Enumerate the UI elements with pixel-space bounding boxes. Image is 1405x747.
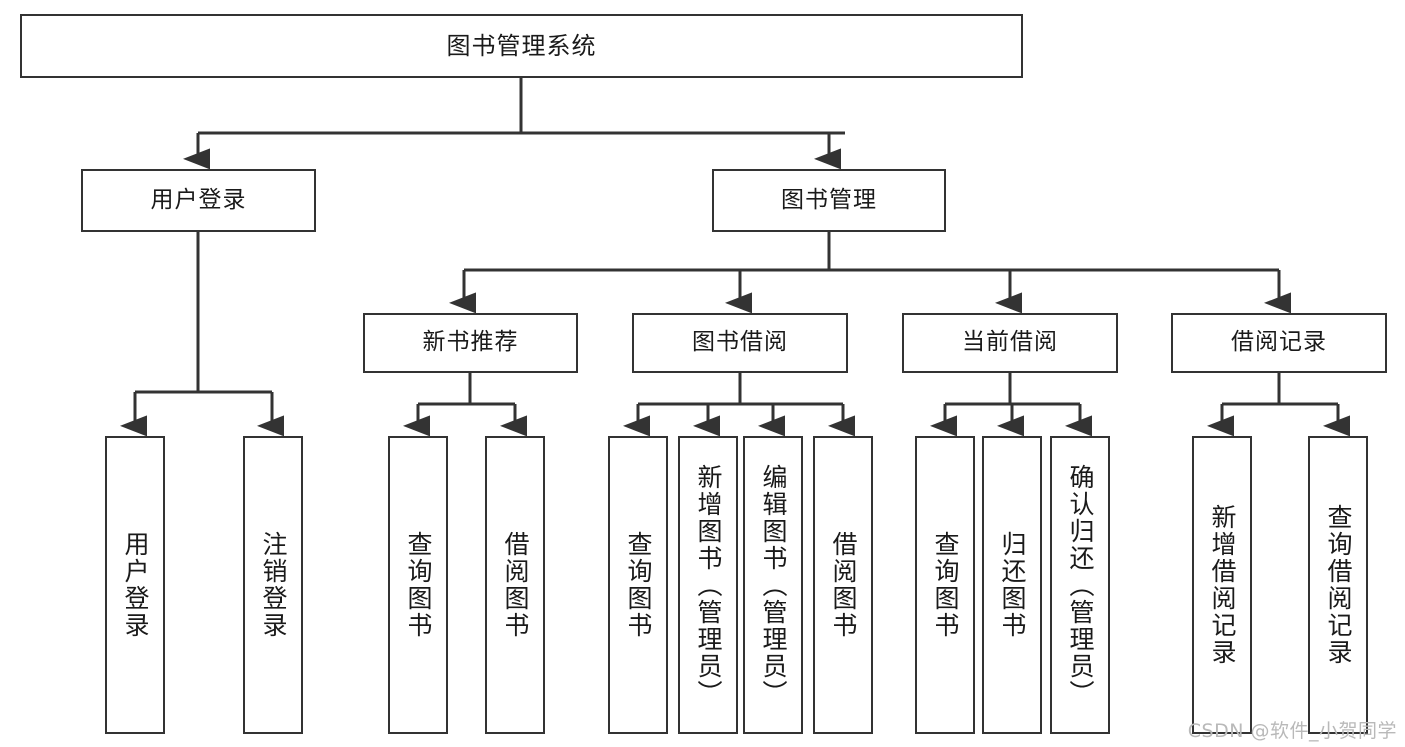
node-borrow-record[interactable]: 借阅记录 — [1171, 313, 1387, 373]
node-label: 图书借阅 — [692, 329, 788, 356]
node-label: 借阅图书 — [829, 531, 858, 639]
csdn-watermark: CSDN @软件_小贺同学 — [1187, 720, 1397, 742]
node-label: 新书推荐 — [422, 329, 519, 356]
node-label: 用户登录 — [121, 531, 150, 639]
leaf-borrow-book-2[interactable]: 借阅图书 — [813, 436, 873, 734]
leaf-user-login[interactable]: 用户登录 — [105, 436, 165, 734]
node-new-book-recommend[interactable]: 新书推荐 — [363, 313, 578, 373]
leaf-add-book[interactable]: 新增图书（管理员） — [678, 436, 738, 734]
node-label: 确认归还（管理员） — [1066, 463, 1095, 707]
node-label: 查询图书 — [404, 531, 433, 639]
leaf-logout-login[interactable]: 注销登录 — [243, 436, 303, 734]
node-book-manage[interactable]: 图书管理 — [712, 169, 946, 232]
node-label: 查询借阅记录 — [1324, 504, 1353, 666]
node-label: 查询图书 — [624, 531, 653, 639]
node-label: 借阅图书 — [501, 531, 530, 639]
node-label: 新增借阅记录 — [1208, 504, 1237, 666]
leaf-edit-book[interactable]: 编辑图书（管理员） — [743, 436, 803, 734]
node-label: 图书管理 — [781, 186, 877, 213]
leaf-add-record[interactable]: 新增借阅记录 — [1192, 436, 1252, 734]
leaf-query-record[interactable]: 查询借阅记录 — [1308, 436, 1368, 734]
leaf-query-book-2[interactable]: 查询图书 — [608, 436, 668, 734]
node-book-borrow[interactable]: 图书借阅 — [632, 313, 848, 373]
node-label: 查询图书 — [931, 531, 960, 639]
node-label: 归还图书 — [998, 531, 1027, 639]
node-label: 用户登录 — [150, 186, 247, 213]
node-root-book-management-system[interactable]: 图书管理系统 — [20, 14, 1023, 78]
leaf-return-book[interactable]: 归还图书 — [982, 436, 1042, 734]
node-label: 新增图书（管理员） — [694, 463, 723, 707]
node-label: 图书管理系统 — [446, 31, 597, 60]
leaf-borrow-book-1[interactable]: 借阅图书 — [485, 436, 545, 734]
node-label: 借阅记录 — [1231, 329, 1327, 356]
leaf-query-book-3[interactable]: 查询图书 — [915, 436, 975, 734]
leaf-confirm-return[interactable]: 确认归还（管理员） — [1050, 436, 1110, 734]
node-label: 编辑图书（管理员） — [759, 463, 788, 707]
node-current-borrow[interactable]: 当前借阅 — [902, 313, 1118, 373]
leaf-query-book-1[interactable]: 查询图书 — [388, 436, 448, 734]
node-user-login[interactable]: 用户登录 — [81, 169, 316, 232]
node-label: 注销登录 — [259, 531, 288, 639]
node-label: 当前借阅 — [962, 329, 1058, 356]
